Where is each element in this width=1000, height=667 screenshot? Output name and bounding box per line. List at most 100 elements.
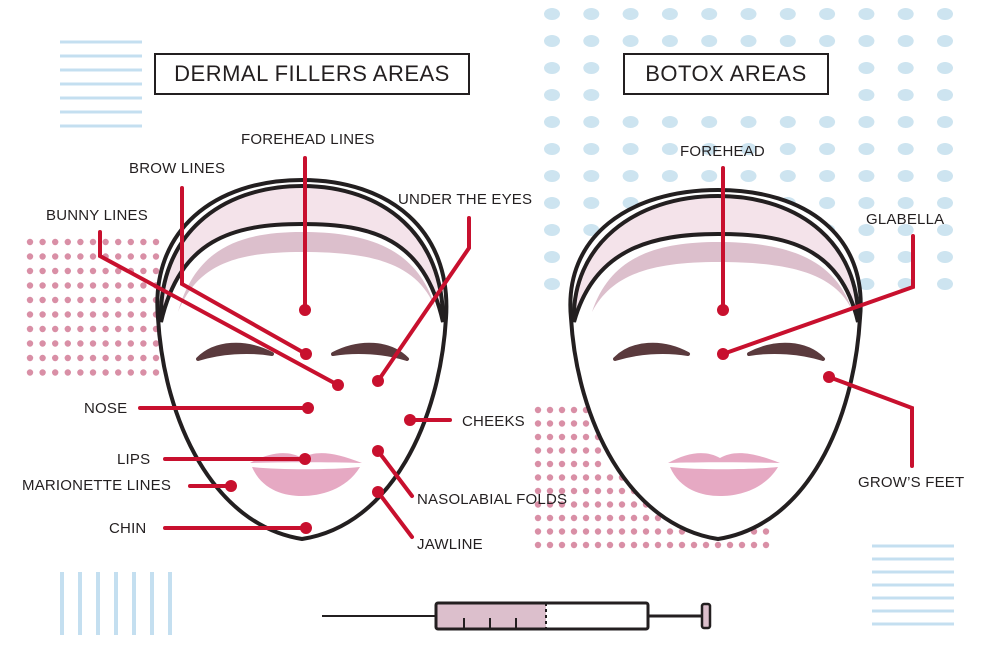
pattern-dot xyxy=(89,296,97,304)
face-outline-right xyxy=(568,187,863,542)
pattern-dot xyxy=(583,197,600,209)
pattern-dot xyxy=(64,369,72,376)
pattern-dot xyxy=(606,501,614,508)
pattern-dot xyxy=(115,340,122,347)
pointer-bunny-lines xyxy=(98,230,340,387)
pattern-dot xyxy=(897,62,914,74)
pattern-dot xyxy=(582,433,590,441)
pattern-dot xyxy=(140,267,147,275)
pattern-dot xyxy=(858,251,875,263)
pattern-dot xyxy=(52,354,59,362)
pattern-dot xyxy=(64,296,72,304)
pattern-dot xyxy=(740,143,757,155)
title-botox: BOTOX AREAS xyxy=(623,53,829,95)
pattern-dot xyxy=(115,354,122,362)
label-forehead: FOREHEAD xyxy=(680,143,765,160)
pattern-dot xyxy=(661,35,678,47)
pattern-dot xyxy=(661,116,678,128)
pattern-dot xyxy=(152,369,160,376)
pattern-dot xyxy=(89,325,97,333)
pattern-dot xyxy=(666,528,674,535)
pattern-dot xyxy=(897,251,914,263)
pattern-dot xyxy=(740,116,757,128)
stripes-bottom-left xyxy=(60,572,172,635)
pattern-dot xyxy=(582,474,590,481)
pattern-dot xyxy=(115,282,122,289)
pattern-dot xyxy=(819,143,836,155)
pattern-dot xyxy=(546,420,554,427)
pattern-dot xyxy=(102,340,109,347)
pattern-dot xyxy=(127,282,134,289)
pattern-dot xyxy=(544,251,560,263)
pattern-dot xyxy=(819,8,836,20)
pattern-dot xyxy=(618,514,626,522)
pattern-dot xyxy=(546,460,554,468)
pattern-dot xyxy=(26,340,34,347)
pattern-dot xyxy=(570,514,578,522)
pattern-dot xyxy=(937,224,953,236)
pattern-dot xyxy=(779,116,796,128)
pattern-dot xyxy=(726,541,734,549)
right-eyebrow-left-face xyxy=(331,342,409,361)
pattern-dot xyxy=(102,311,109,318)
pattern-dot xyxy=(26,296,34,304)
pattern-dot xyxy=(606,487,614,495)
label-crows-feet: GROW’S FEET xyxy=(858,474,965,491)
pattern-dot xyxy=(52,369,59,376)
title-dermal-fillers: DERMAL FILLERS AREAS xyxy=(154,53,470,95)
pattern-dot xyxy=(140,311,147,318)
pattern-dot xyxy=(582,420,590,427)
point-nasolabial-folds xyxy=(372,445,384,457)
pattern-dot xyxy=(819,116,836,128)
pattern-dot xyxy=(558,433,566,441)
pattern-dot xyxy=(64,253,72,260)
pattern-dot xyxy=(534,474,542,481)
pattern-dot xyxy=(654,528,662,535)
pattern-dot xyxy=(570,406,578,414)
pattern-dot xyxy=(661,170,678,182)
pattern-dot xyxy=(544,143,560,155)
pattern-dot xyxy=(594,460,602,468)
pattern-dot xyxy=(762,541,770,549)
pattern-dot xyxy=(858,170,875,182)
pattern-dot xyxy=(618,487,626,495)
pattern-dot xyxy=(127,238,134,246)
pattern-dot xyxy=(127,296,134,304)
face-botox xyxy=(568,187,863,542)
point-brow-lines xyxy=(300,348,312,360)
pattern-dot xyxy=(642,528,650,535)
pattern-dot xyxy=(64,354,72,362)
pattern-dot xyxy=(115,238,122,246)
pattern-dot xyxy=(77,267,84,275)
pattern-dot xyxy=(152,340,160,347)
pattern-dot xyxy=(819,170,836,182)
pattern-dot xyxy=(534,406,542,414)
pattern-dot xyxy=(558,460,566,468)
pattern-dot xyxy=(102,296,109,304)
pattern-dot xyxy=(582,460,590,468)
pattern-dot xyxy=(701,143,718,155)
pattern-dot xyxy=(115,311,122,318)
pattern-dot xyxy=(937,170,953,182)
pattern-dot xyxy=(594,474,602,481)
pattern-dot xyxy=(897,143,914,155)
pattern-dot xyxy=(661,143,678,155)
pattern-dot xyxy=(583,89,600,101)
pattern-dot xyxy=(64,267,72,275)
pattern-dot xyxy=(544,170,560,182)
pattern-dot xyxy=(115,253,122,260)
lower-lip-left-face xyxy=(252,467,360,496)
pointer-nasolabial-folds xyxy=(376,449,414,498)
syringe-thumb-rest xyxy=(700,602,712,630)
pattern-dot xyxy=(89,369,97,376)
pattern-dot xyxy=(558,487,566,495)
label-chin: CHIN xyxy=(109,520,147,537)
lower-lip-right-face xyxy=(670,467,778,496)
pattern-dot xyxy=(937,116,953,128)
pattern-dot xyxy=(77,354,84,362)
upper-lip-right-face xyxy=(668,453,780,463)
pattern-dot xyxy=(39,296,46,304)
pattern-dot xyxy=(858,8,875,20)
pattern-dot xyxy=(570,433,578,441)
label-jawline: JAWLINE xyxy=(417,536,483,553)
